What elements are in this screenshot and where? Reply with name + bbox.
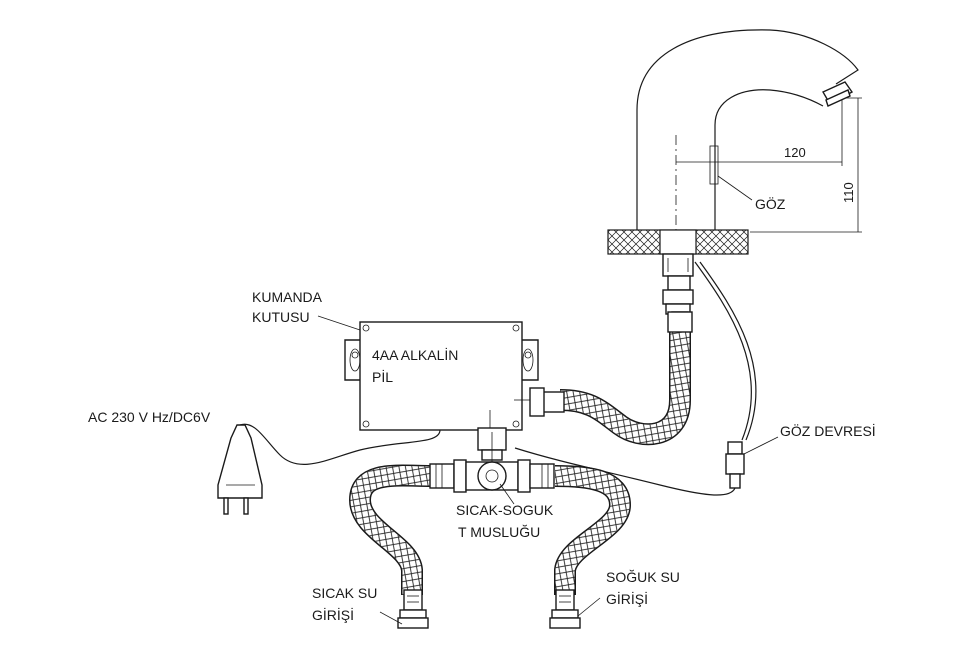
- control-box-label-line1: KUMANDA: [252, 289, 323, 305]
- hot-inlet-label-line1: SICAK SU: [312, 585, 377, 601]
- power-plug: [217, 423, 441, 515]
- tee-valve-label-line1: SICAK-SOGUK: [456, 502, 554, 518]
- cold-inlet-fitting: [549, 589, 581, 629]
- cold-inlet-label-line1: SOĞUK SU: [606, 569, 680, 585]
- sensor-cable: [514, 261, 757, 496]
- dimension-110: 110: [841, 182, 856, 203]
- eye-label: GÖZ: [755, 195, 786, 212]
- tee-valve-label-line2: T MUSLUĞU: [458, 524, 540, 540]
- tee-valve: [429, 427, 555, 493]
- battery-label-line2: PİL: [372, 368, 393, 385]
- dimension-lines: [676, 97, 862, 233]
- hot-inlet-label-line2: GİRİŞİ: [312, 606, 354, 623]
- eye-circuit-label: GÖZ DEVRESİ: [780, 422, 876, 439]
- countertop: [607, 229, 749, 255]
- power-label: AC 230 V Hz/DC6V: [88, 409, 211, 425]
- cold-inlet-label-line2: GİRİŞİ: [606, 590, 648, 607]
- dimension-120: 120: [784, 145, 806, 160]
- battery-label-line1: 4AA ALKALİN: [372, 346, 458, 363]
- control-box: [344, 321, 539, 432]
- control-box-label-line2: KUTUSU: [252, 309, 310, 325]
- faucet: [636, 29, 859, 300]
- hot-inlet-fitting: [397, 589, 429, 629]
